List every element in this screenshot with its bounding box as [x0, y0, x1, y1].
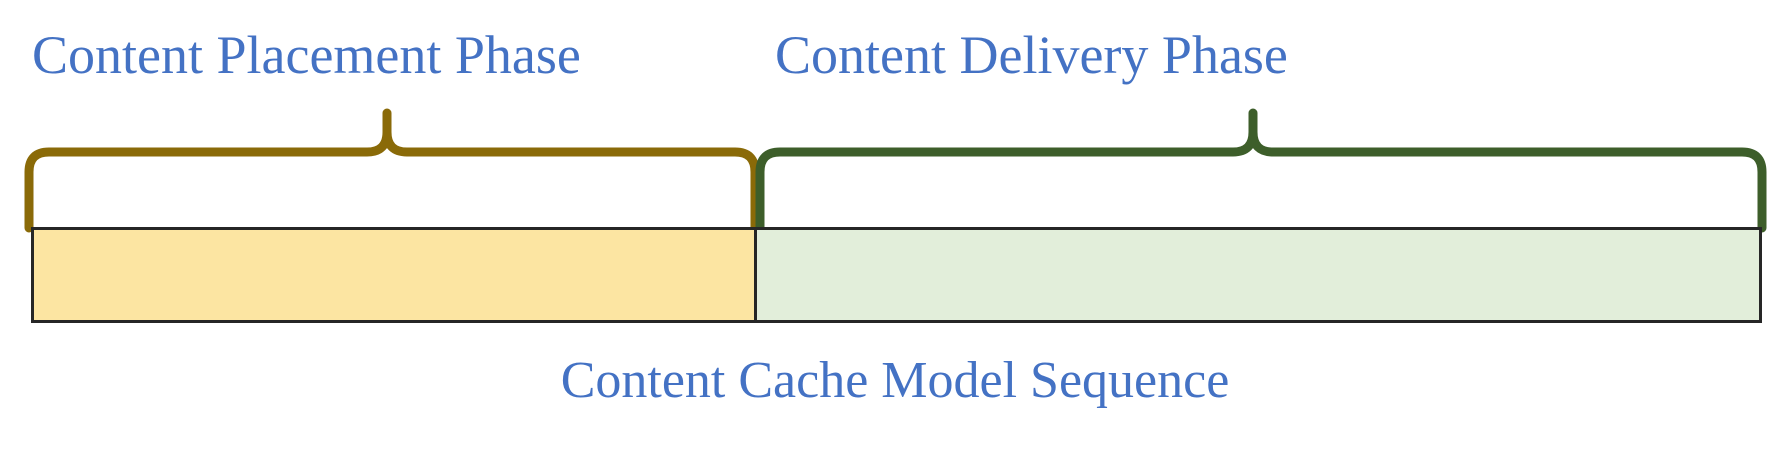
brace-content-delivery — [755, 108, 1767, 233]
sequence-segment-content-delivery — [757, 230, 1759, 320]
sequence-segment-content-placement — [34, 230, 757, 320]
diagram-caption: Content Cache Model Sequence — [560, 352, 1230, 409]
phase-label-content-placement: Content Placement Phase — [32, 25, 581, 85]
sequence-bar — [31, 227, 1762, 323]
phase-label-content-delivery: Content Delivery Phase — [775, 25, 1288, 85]
brace-content-placement — [24, 108, 760, 233]
